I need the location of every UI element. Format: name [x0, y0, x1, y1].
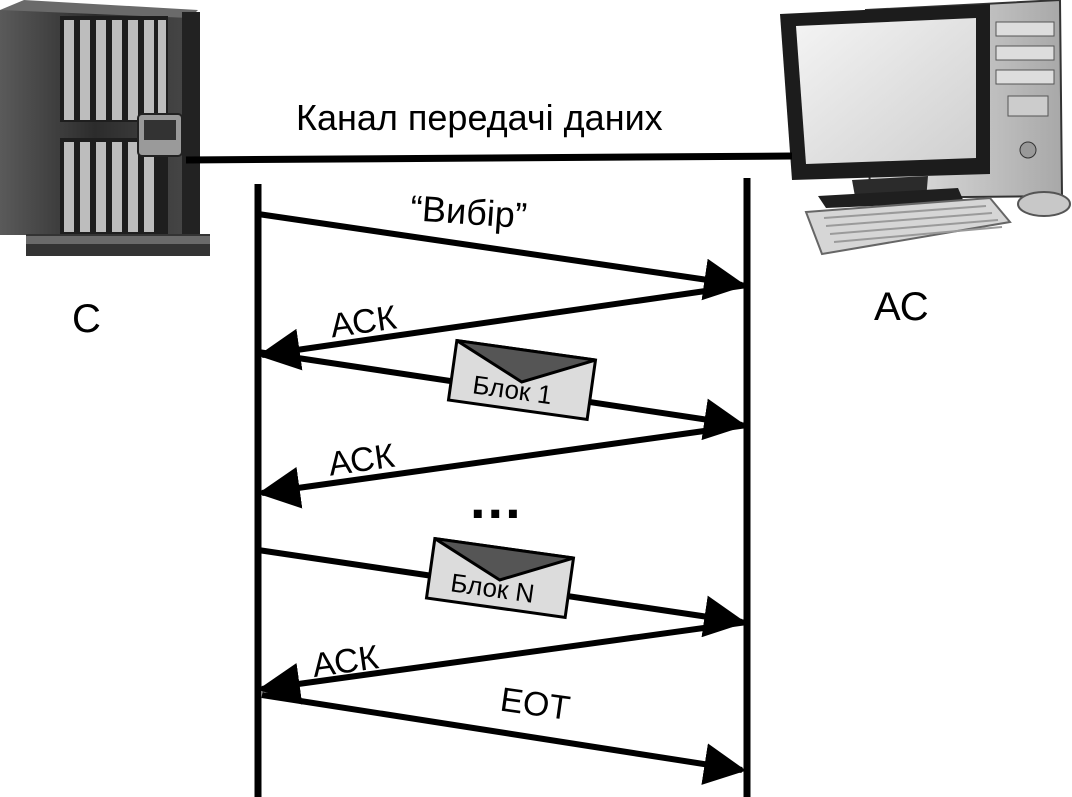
node-label-right: АС [874, 285, 929, 329]
envelope-block1: Блок 1 [446, 338, 598, 422]
message-label-ack1: АСК [328, 298, 399, 345]
message-arrow-ack3 [257, 619, 748, 705]
desktop-computer-icon [780, 0, 1071, 256]
envelope-blockN: Блок N [424, 536, 576, 620]
ellipsis-marker: ... [470, 467, 523, 530]
server-rack-icon [0, 0, 210, 256]
message-arrow-ack1 [257, 282, 748, 371]
message-label-eot: ЕОТ [498, 681, 573, 728]
message-label-ack2: АСК [326, 437, 397, 484]
channel-label: Канал передачі даних [296, 97, 663, 138]
message-arrow-eot [261, 692, 747, 785]
node-label-left: С [72, 297, 101, 341]
channel-line [185, 152, 793, 164]
message-arrow-ack2 [257, 422, 748, 509]
message-arrow-select [257, 211, 747, 301]
message-label-select: “Вибір” [409, 187, 528, 236]
message-label-ack3: АСК [310, 638, 381, 685]
